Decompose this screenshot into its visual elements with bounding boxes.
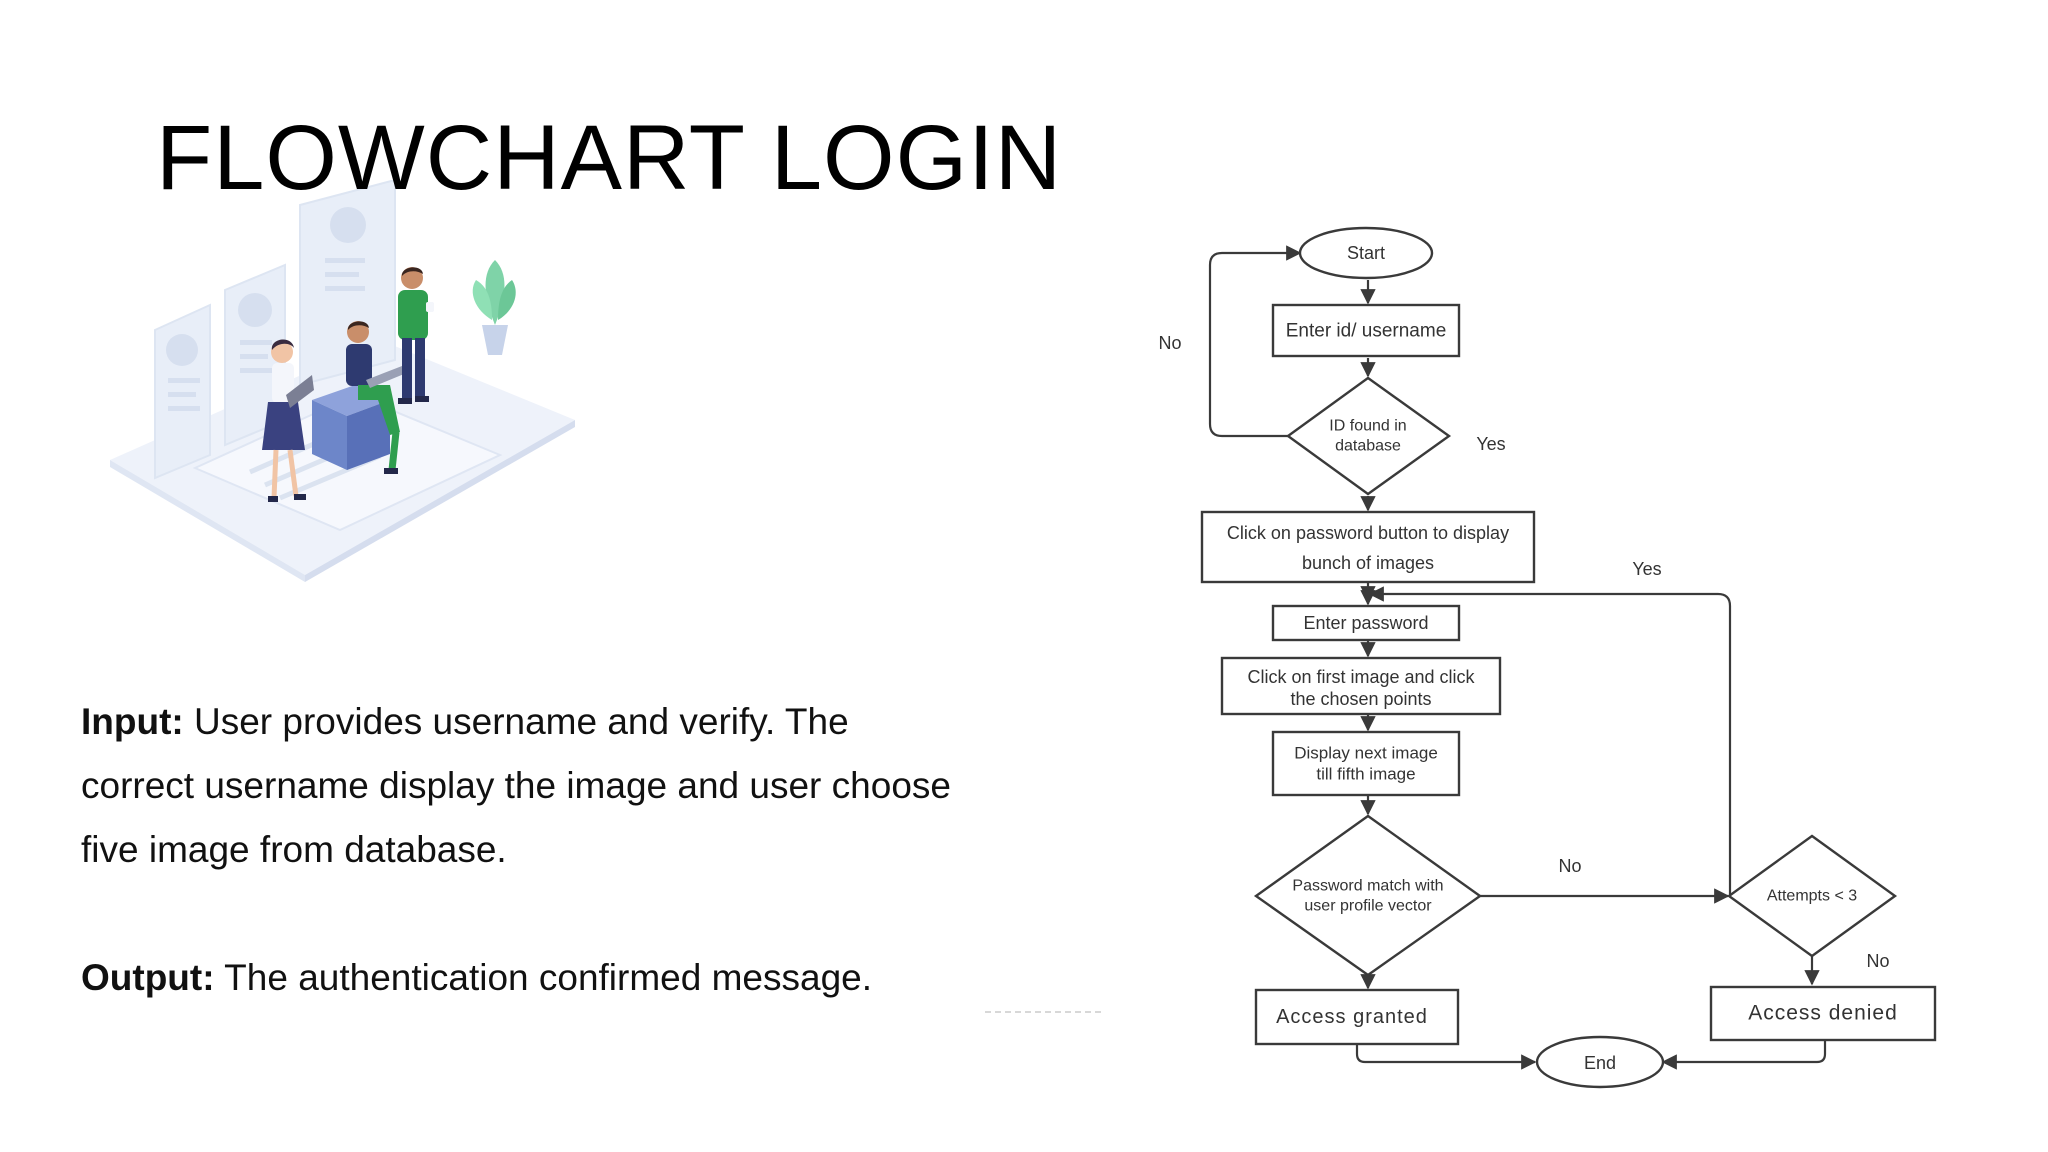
node-enter-password: Enter password <box>1271 604 1461 642</box>
node-click-first-line2: the chosen points <box>1290 689 1431 709</box>
node-password-match-decision: Password match with user profile vector <box>1253 814 1483 977</box>
node-click-password-line2: bunch of images <box>1302 553 1434 573</box>
node-id-found-line2: database <box>1335 438 1401 455</box>
node-id-found-line1: ID found in <box>1329 418 1406 435</box>
node-access-granted-label: Access granted <box>1276 1006 1428 1028</box>
node-click-first-line1: Click on first image and click <box>1247 667 1475 687</box>
node-enter-password-label: Enter password <box>1303 613 1428 633</box>
node-display-next-line2: till fifth image <box>1316 765 1415 784</box>
dashboard-panel-icon <box>299 180 396 387</box>
slide-title: FLOWCHART LOGIN <box>156 107 1063 209</box>
cube-seat-icon <box>312 385 390 470</box>
node-password-match-line1: Password match with <box>1292 878 1443 895</box>
edge-id-not-found-loop <box>1208 245 1302 438</box>
output-text: The authentication confirmed message. <box>214 957 873 998</box>
description-text: Input: User provides username and verify… <box>81 690 961 1010</box>
person-woman-icon <box>262 339 314 502</box>
node-access-denied-label: Access denied <box>1748 1002 1898 1025</box>
edge-label-id-found-yes: Yes <box>1476 434 1505 454</box>
dashboard-panel-icon <box>154 303 211 480</box>
edge-label-attempts-yes: Yes <box>1632 559 1661 579</box>
flowchart-connectors <box>1208 245 1827 1070</box>
node-attempts-decision: Attempts < 3 <box>1726 834 1898 958</box>
node-start: Start <box>1298 226 1434 280</box>
node-enter-id: Enter id/ username <box>1271 303 1461 358</box>
output-label: Output: <box>81 957 215 998</box>
edge-label-id-not-found: No <box>1158 333 1181 353</box>
node-end-label: End <box>1584 1053 1616 1073</box>
node-id-found-decision: ID found in database <box>1285 376 1452 496</box>
node-display-next-image: Display next image till fifth image <box>1271 730 1461 797</box>
input-paragraph: Input: User provides username and verify… <box>81 690 961 882</box>
team-dashboard-illustration <box>110 180 575 582</box>
node-display-next-line1: Display next image <box>1294 744 1438 763</box>
output-paragraph: Output: The authentication confirmed mes… <box>81 946 961 1010</box>
node-click-password-line1: Click on password button to display <box>1227 523 1509 543</box>
node-password-match-line2: user profile vector <box>1304 898 1432 915</box>
plant-icon <box>472 260 516 355</box>
decorative-divider <box>985 1011 1101 1013</box>
node-start-label: Start <box>1347 243 1385 263</box>
edge-attempts-yes-loop <box>1368 586 1732 896</box>
edge-label-attempts-no: No <box>1866 951 1889 971</box>
edge-label-match-no: No <box>1558 856 1581 876</box>
edge-denied-end <box>1661 1041 1827 1070</box>
node-end: End <box>1535 1035 1665 1089</box>
person-standing-man-icon <box>398 267 434 404</box>
node-click-first-image: Click on first image and click the chose… <box>1220 656 1502 716</box>
node-enter-id-label: Enter id/ username <box>1286 321 1447 342</box>
input-text: User provides username and verify. The c… <box>81 701 951 870</box>
node-access-granted: Access granted <box>1254 988 1460 1046</box>
node-click-password-button: Click on password button to display bunc… <box>1200 510 1536 584</box>
node-access-denied: Access denied <box>1709 985 1937 1042</box>
person-sitting-man-icon <box>346 321 404 474</box>
node-attempts-label: Attempts < 3 <box>1767 888 1857 905</box>
edge-granted-end <box>1355 1045 1537 1070</box>
input-label: Input: <box>81 701 184 742</box>
